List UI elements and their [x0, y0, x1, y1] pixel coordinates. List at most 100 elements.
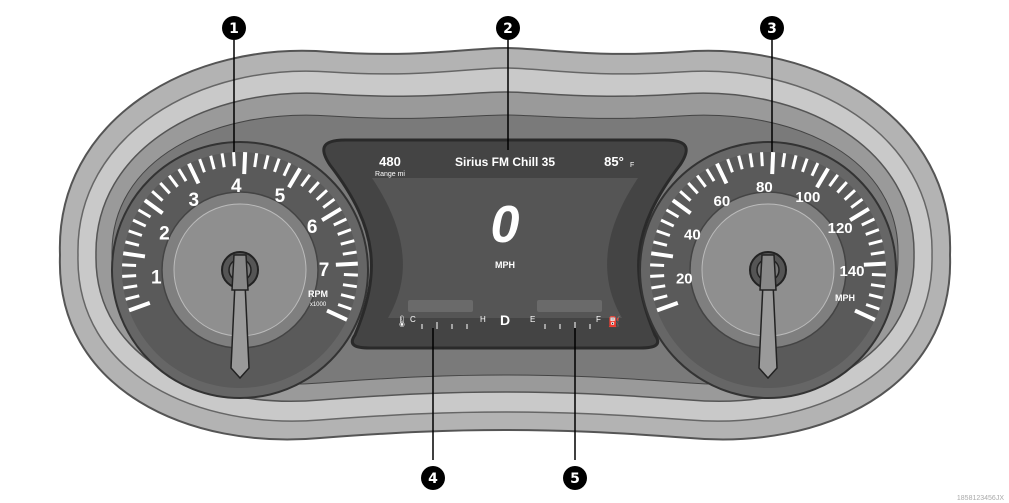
- speedometer-tick: [650, 263, 665, 267]
- fuel-pump-icon: ⛽: [608, 315, 620, 328]
- tachometer-tick: [167, 174, 179, 188]
- speedometer-tick: [791, 155, 798, 170]
- callout-3-number: 3: [767, 21, 777, 37]
- speedometer-tick: [651, 284, 666, 290]
- callout-1: 1: [222, 16, 246, 40]
- callout-leaders: [233, 40, 773, 460]
- speedometer-tick: [687, 181, 699, 195]
- speedometer-tick: [850, 197, 864, 209]
- speedometer-tick: [828, 173, 839, 188]
- speedometer-tick: [726, 158, 734, 173]
- tachometer-tick: [340, 293, 355, 300]
- speedometer-tick: [656, 300, 679, 313]
- speedometer-tick: [653, 240, 668, 247]
- tachometer-label: 2: [159, 223, 170, 244]
- speedometer-tick: [871, 273, 886, 277]
- range-value: 480: [379, 154, 401, 169]
- temp-cold-label: C: [410, 315, 416, 324]
- tachometer-tick: [282, 162, 292, 177]
- speedometer-tick: [781, 152, 787, 168]
- fuel-empty-label: E: [530, 315, 535, 324]
- tachometer-label: 1: [151, 267, 162, 288]
- tachometer-tick: [177, 168, 188, 182]
- callout-3: 3: [760, 16, 784, 40]
- speedometer-tick: [737, 155, 744, 170]
- speedometer-tick: [650, 274, 665, 278]
- speedometer-tick: [748, 153, 754, 168]
- tachometer-label: 6: [307, 217, 318, 238]
- tachometer-tick: [287, 167, 302, 189]
- tachometer-tick: [137, 208, 152, 219]
- tachometer-tick: [263, 155, 270, 170]
- tachometer-tick: [253, 152, 259, 168]
- speedometer-label: 40: [684, 226, 701, 243]
- speedometer-tick: [861, 217, 876, 227]
- temperature-gauge: 🌡 C H: [395, 300, 486, 329]
- digital-speed-unit: MPH: [495, 260, 515, 270]
- tachometer-label: 5: [275, 186, 286, 207]
- speedometer-tick: [868, 293, 883, 300]
- callout-4: 4: [421, 466, 445, 490]
- temp-gauge-ticks: [421, 322, 468, 329]
- speedometer-tick: [843, 189, 857, 201]
- tachometer-tick: [159, 181, 171, 195]
- speedometer-tick: [715, 162, 729, 185]
- speedometer-tick: [679, 190, 692, 202]
- callout-4-number: 4: [428, 471, 438, 487]
- outside-temperature: 85°: [604, 154, 624, 169]
- speedometer-label: 20: [676, 270, 693, 287]
- temp-hot-label: H: [480, 315, 486, 324]
- tachometer-tick: [300, 173, 311, 188]
- tachometer-tick: [333, 217, 348, 227]
- tachometer-tick: [342, 283, 358, 289]
- tachometer-tick: [321, 207, 342, 222]
- speedometer-tick: [653, 294, 668, 301]
- tachometer-tick: [342, 250, 357, 256]
- speedometer-label: 100: [795, 189, 820, 206]
- callout-2-number: 2: [503, 21, 513, 37]
- speedometer-label: 140: [839, 263, 864, 280]
- tachometer-tick: [122, 251, 146, 259]
- tachometer-tick: [335, 261, 358, 267]
- fuel-gauge-ticks: [544, 322, 591, 329]
- tachometer-tick: [209, 155, 216, 170]
- tachometer-tick: [273, 158, 281, 173]
- speedometer-tick: [865, 303, 880, 311]
- speedometer-needle: [749, 251, 787, 380]
- tachometer-tick: [337, 228, 352, 236]
- tachometer-label: 3: [189, 190, 200, 211]
- callout-5: 5: [563, 466, 587, 490]
- speedometer-tick: [849, 207, 870, 222]
- tachometer-unit-x1000: x1000: [310, 302, 327, 308]
- tachometer-tick: [143, 198, 164, 215]
- tachometer-tick: [343, 273, 358, 277]
- speedometer-ticks: [650, 152, 886, 322]
- tachometer-tick: [198, 158, 206, 173]
- speedometer-tick: [870, 250, 885, 256]
- outside-temperature-unit: F: [630, 162, 634, 169]
- tachometer-tick: [340, 239, 355, 246]
- speedometer-tick: [656, 229, 671, 237]
- tachometer-tick: [125, 294, 140, 301]
- callout-2: 2: [496, 16, 520, 40]
- tachometer-tick: [308, 181, 320, 194]
- tachometer-tick: [322, 197, 336, 209]
- speedometer-tick: [770, 152, 776, 175]
- speedometer-tick: [815, 167, 830, 189]
- speedometer-tick: [870, 283, 886, 289]
- speedometer-tick: [695, 174, 707, 188]
- range-label: Range mi: [375, 171, 405, 178]
- gear-indicator: D: [500, 312, 510, 328]
- speedometer-tick: [810, 162, 820, 177]
- tachometer-tick: [151, 190, 164, 202]
- tachometer-ticks: [122, 152, 358, 322]
- tachometer-tick: [242, 152, 248, 175]
- tachometer-needle: [221, 251, 259, 380]
- speedometer-tick: [671, 198, 692, 215]
- digital-speed: 0: [491, 196, 520, 254]
